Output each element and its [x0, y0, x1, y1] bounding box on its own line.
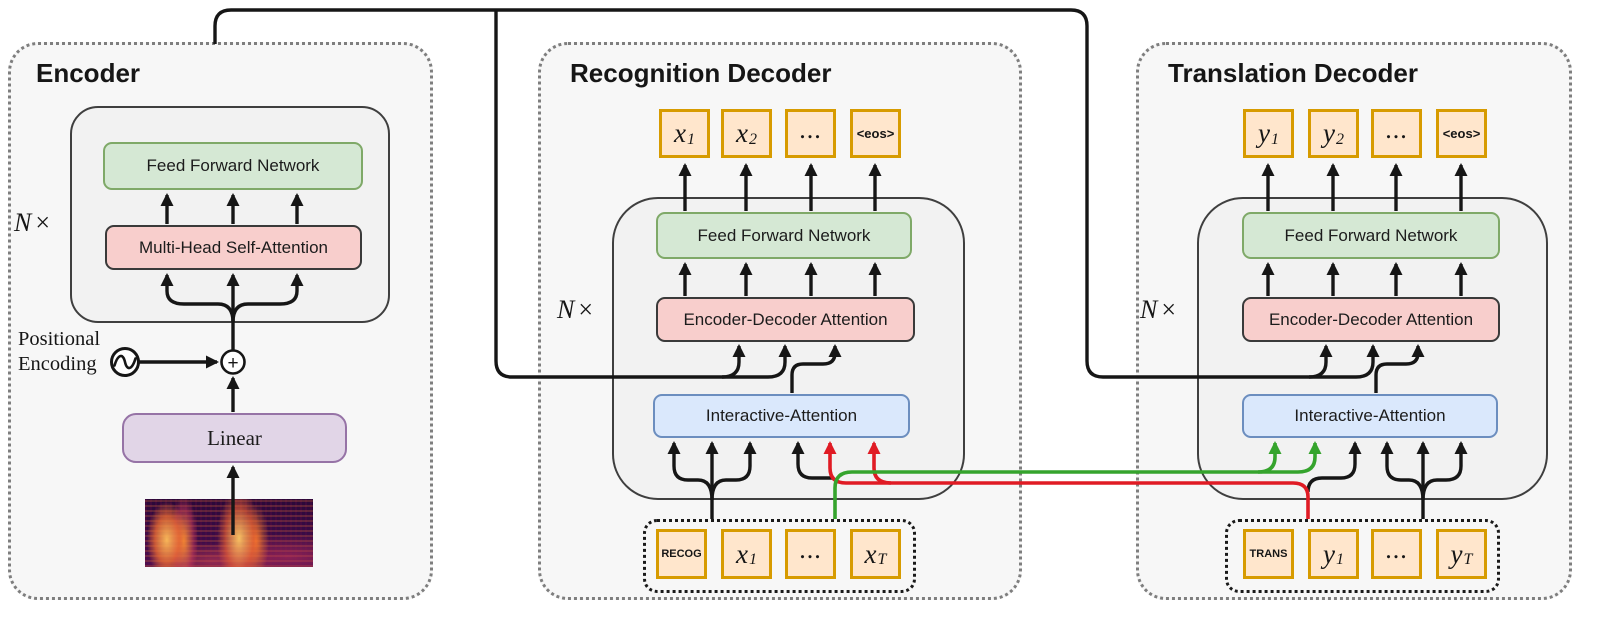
- encoder-self-attention-box: Multi-Head Self-Attention: [105, 225, 362, 270]
- translation-output-token: ...: [1371, 109, 1422, 158]
- recognition-input-token: ...: [785, 529, 836, 579]
- translation-feed-forward-label: Feed Forward Network: [1284, 225, 1458, 245]
- recognition-feed-forward-box: Feed Forward Network: [656, 212, 912, 259]
- recognition-encoder-decoder-attention-label: Encoder-Decoder Attention: [683, 309, 888, 329]
- translation-decoder-title: Translation Decoder: [1168, 58, 1418, 88]
- translation-repeat-label: N×: [1140, 295, 1177, 324]
- recognition-interactive-attention-box: Interactive-Attention: [653, 394, 910, 438]
- recognition-encoder-decoder-attention-box: Encoder-Decoder Attention: [656, 297, 915, 342]
- translation-encoder-decoder-attention-box: Encoder-Decoder Attention: [1242, 297, 1500, 342]
- encoder-layer-stack: [70, 106, 390, 323]
- encoder-feed-forward-label: Feed Forward Network: [146, 156, 320, 175]
- encoder-title: Encoder: [36, 58, 141, 88]
- encoder-self-attention-label: Multi-Head Self-Attention: [139, 237, 328, 257]
- recognition-input-row: [643, 519, 916, 593]
- translation-input-row: [1225, 519, 1500, 593]
- recognition-feed-forward-label: Feed Forward Network: [697, 225, 871, 245]
- translation-feed-forward-box: Feed Forward Network: [1242, 212, 1500, 259]
- encoder-linear-label: Linear: [207, 425, 262, 450]
- translation-interactive-attention-label: Interactive-Attention: [1294, 406, 1446, 425]
- speech-spectrogram-image: [145, 499, 313, 567]
- translation-output-token-eos: <eos>: [1436, 109, 1487, 158]
- encoder-repeat-label: N×: [14, 208, 51, 237]
- encoder-linear-box: Linear: [122, 413, 347, 463]
- recognition-interactive-attention-label: Interactive-Attention: [705, 406, 858, 425]
- translation-input-token: ...: [1371, 529, 1422, 579]
- recognition-input-token-recog: RECOG: [656, 529, 707, 579]
- encoder-feed-forward-box: Feed Forward Network: [103, 142, 363, 190]
- positional-encoding-label: Positional Encoding: [18, 328, 101, 375]
- recognition-output-token-eos: <eos>: [850, 109, 901, 158]
- recognition-decoder-title: Recognition Decoder: [570, 58, 832, 88]
- translation-interactive-attention-box: Interactive-Attention: [1242, 394, 1498, 438]
- translation-input-token-trans: TRANS: [1243, 529, 1294, 579]
- recognition-repeat-label: N×: [557, 295, 594, 324]
- recognition-output-token: ...: [785, 109, 836, 158]
- translation-encoder-decoder-attention-label: Encoder-Decoder Attention: [1268, 309, 1474, 329]
